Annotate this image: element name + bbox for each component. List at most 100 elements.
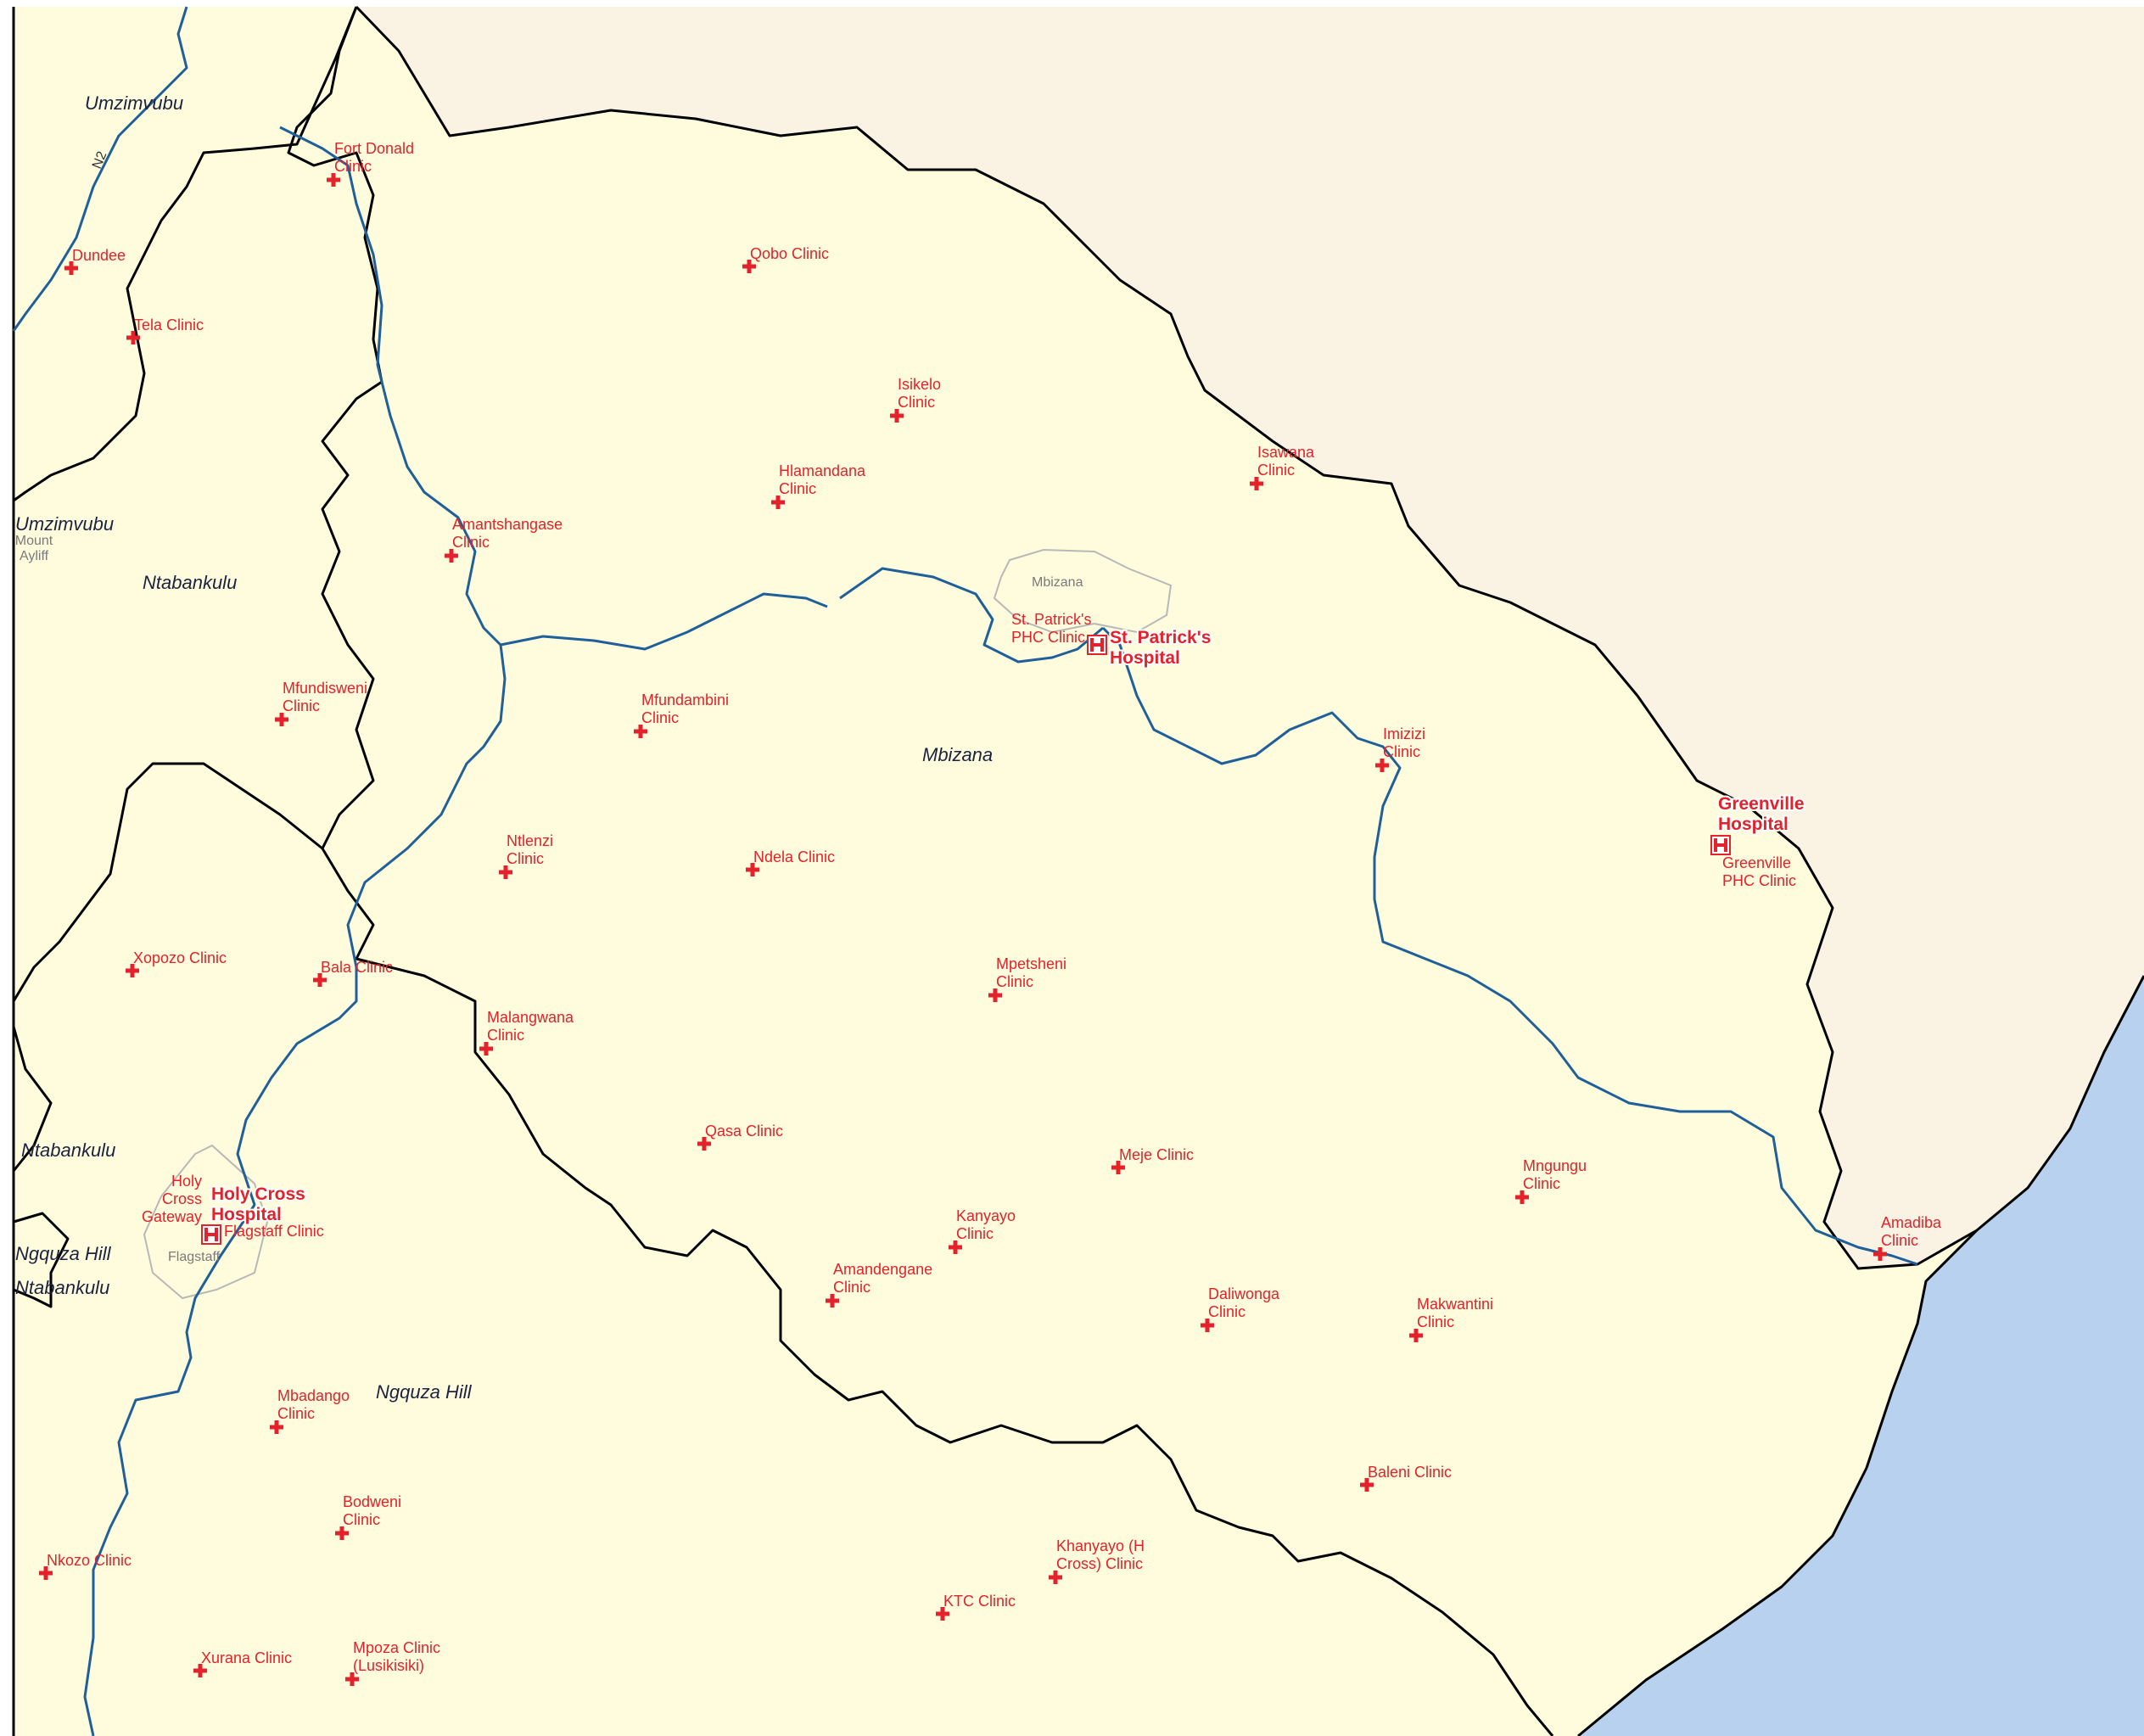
clinic-label-qobo-line: Qobo Clinic bbox=[750, 245, 829, 262]
red-cross-icon[interactable] bbox=[1360, 1478, 1374, 1492]
town-label-mbizana-town-line: Mbizana bbox=[1032, 575, 1083, 590]
clinic-label-hlamandana-line: Clinic bbox=[779, 480, 816, 497]
clinic-label-qobo: Qobo Clinic bbox=[750, 245, 829, 262]
red-cross-icon[interactable] bbox=[936, 1607, 949, 1621]
mbizana-town-area bbox=[993, 548, 1173, 634]
clinic-label-bodweni-line: Clinic bbox=[343, 1511, 380, 1528]
clinic-label-isawana-line: Clinic bbox=[1257, 462, 1295, 479]
clinic-label-greenville-phc-line: PHC Clinic bbox=[1722, 872, 1796, 889]
red-cross-icon[interactable] bbox=[126, 331, 140, 344]
red-cross-icon[interactable] bbox=[697, 1137, 711, 1151]
clinic-label-kanyayo-line: Clinic bbox=[956, 1225, 994, 1242]
red-cross-icon[interactable] bbox=[742, 260, 756, 273]
clinic-label-amantshangase-line: Clinic bbox=[452, 534, 490, 551]
clinic-label-qasa-line: Qasa Clinic bbox=[705, 1123, 783, 1140]
hospital-label-greenville-line: Greenville bbox=[1718, 794, 1805, 814]
red-cross-icon[interactable] bbox=[445, 549, 458, 563]
clinic-label-mngungu-line: Mngungu bbox=[1523, 1157, 1587, 1174]
clinic-label-ntlenzi-line: Ntlenzi bbox=[507, 832, 553, 849]
hospital-h-icon[interactable] bbox=[201, 1224, 221, 1245]
road-label-n2: N2 bbox=[90, 149, 109, 171]
flagstaff-town-area bbox=[143, 1144, 269, 1300]
town-label-flagstaff: Flagstaff bbox=[168, 1250, 221, 1264]
region-label-umzimvubu-top: Umzimvubu bbox=[85, 92, 183, 114]
red-cross-icon[interactable] bbox=[270, 1420, 283, 1434]
clinic-label-fort-donald-line: Clinic bbox=[334, 158, 372, 175]
clinic-label-bala: Bala Clinic bbox=[321, 959, 393, 976]
clinic-label-ndela-line: Ndela Clinic bbox=[753, 848, 835, 865]
region-label-ntabankulu-left2: Ntabankulu bbox=[15, 1277, 109, 1298]
clinic-label-amadiba-line: Clinic bbox=[1881, 1232, 1918, 1249]
red-cross-icon[interactable] bbox=[1409, 1329, 1423, 1342]
red-cross-icon[interactable] bbox=[499, 865, 512, 879]
region-label-mbizana-center: Mbizana bbox=[922, 744, 993, 765]
red-cross-icon[interactable] bbox=[826, 1294, 839, 1308]
clinic-label-mpoza: Mpoza Clinic(Lusikisiki) bbox=[353, 1639, 440, 1674]
clinic-label-mpoza-line: (Lusikisiki) bbox=[353, 1657, 424, 1674]
clinic-label-mpoza-line: Mpoza Clinic bbox=[353, 1639, 440, 1656]
clinic-label-tela: Tela Clinic bbox=[134, 316, 204, 333]
red-cross-icon[interactable] bbox=[1873, 1247, 1887, 1261]
clinic-label-baleni: Baleni Clinic bbox=[1368, 1464, 1452, 1481]
red-cross-icon[interactable] bbox=[1201, 1319, 1214, 1332]
red-cross-icon[interactable] bbox=[890, 409, 904, 423]
red-cross-icon[interactable] bbox=[988, 988, 1002, 1002]
clinic-label-dundee-line: Dundee bbox=[72, 247, 126, 264]
red-cross-icon[interactable] bbox=[1111, 1161, 1125, 1174]
red-cross-icon[interactable] bbox=[335, 1526, 349, 1540]
red-cross-icon[interactable] bbox=[634, 725, 647, 738]
red-cross-icon[interactable] bbox=[949, 1240, 962, 1254]
clinic-label-ktc-line: KTC Clinic bbox=[943, 1593, 1016, 1610]
clinic-label-amandengane-line: Clinic bbox=[833, 1279, 870, 1296]
outside-area bbox=[356, 7, 2144, 1268]
red-cross-icon[interactable] bbox=[1250, 477, 1263, 490]
red-cross-icon[interactable] bbox=[1049, 1571, 1062, 1584]
clinic-label-greenville-phc-line: Greenville bbox=[1722, 854, 1791, 871]
clinic-label-isikelo-line: Clinic bbox=[898, 394, 935, 411]
clinic-label-fort-donald-line: Fort Donald bbox=[334, 140, 414, 157]
clinic-label-khanyayo-h-cross-line: Khanyayo (H bbox=[1056, 1537, 1145, 1554]
red-cross-icon[interactable] bbox=[64, 261, 78, 275]
clinic-label-makwantini-line: Makwantini bbox=[1417, 1296, 1493, 1313]
red-cross-icon[interactable] bbox=[1515, 1190, 1529, 1204]
red-cross-icon[interactable] bbox=[313, 973, 327, 987]
clinic-label-daliwonga-line: Daliwonga bbox=[1208, 1285, 1280, 1302]
hospital-label-st-patricks-line: St. Patrick's bbox=[1110, 628, 1211, 647]
clinic-label-holy-cross-gateway-line: Cross bbox=[162, 1190, 202, 1207]
red-cross-icon[interactable] bbox=[1375, 759, 1389, 772]
town-label-flagstaff-line: Flagstaff bbox=[168, 1250, 221, 1264]
red-cross-icon[interactable] bbox=[275, 713, 288, 726]
clinic-label-hlamandana-line: Hlamandana bbox=[779, 462, 866, 479]
hospital-h-icon[interactable] bbox=[1087, 635, 1107, 655]
clinic-label-malangwana-line: Clinic bbox=[487, 1027, 524, 1044]
red-cross-icon[interactable] bbox=[345, 1672, 359, 1686]
red-cross-icon[interactable] bbox=[479, 1042, 493, 1056]
red-cross-icon[interactable] bbox=[746, 863, 759, 876]
red-cross-icon[interactable] bbox=[327, 173, 340, 187]
hospital-label-greenville-line: Hospital bbox=[1718, 815, 1789, 834]
region-label-ntabankulu-center: Ntabankulu bbox=[143, 572, 237, 593]
clinic-label-mfundisweni-line: Clinic bbox=[283, 697, 320, 714]
clinic-label-mfundambini-line: Clinic bbox=[641, 709, 679, 726]
region-label-ntabankulu-left: Ntabankulu bbox=[21, 1140, 115, 1161]
red-cross-icon[interactable] bbox=[126, 964, 139, 977]
red-cross-icon[interactable] bbox=[39, 1566, 53, 1580]
hospital-h-icon[interactable] bbox=[1710, 835, 1731, 855]
hospital-label-holy-cross-line: Hospital bbox=[211, 1205, 282, 1224]
red-cross-icon[interactable] bbox=[771, 496, 785, 509]
red-cross-icon[interactable] bbox=[193, 1664, 207, 1677]
clinic-label-mpetsheni-line: Mpetsheni bbox=[996, 955, 1066, 972]
region-label-ngquza-left: Ngquza Hill bbox=[15, 1243, 112, 1264]
